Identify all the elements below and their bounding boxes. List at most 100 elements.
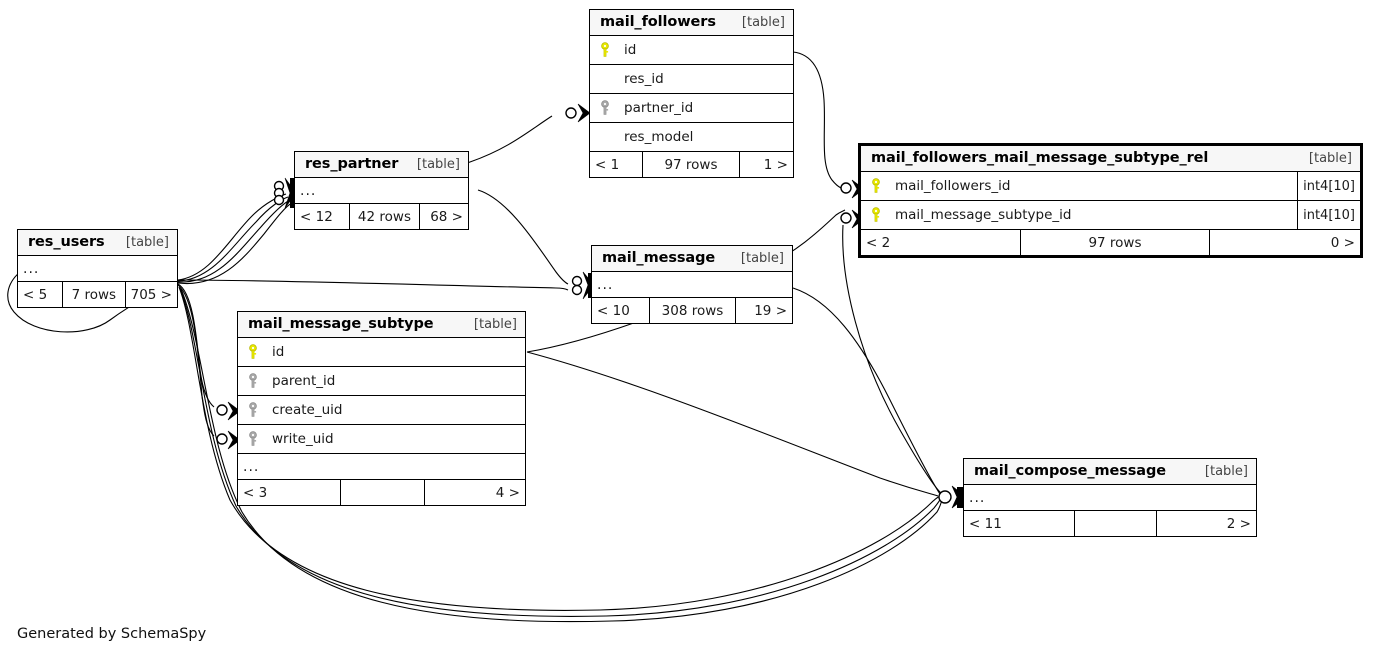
edge-subtype-compose [526, 351, 939, 497]
edge-mail-message-compose [792, 287, 941, 495]
table-node-mail-message-subtype[interactable]: mail_message_subtype [table] id parent_i… [237, 311, 526, 506]
edge-marker-subtype-write-uid [216, 433, 228, 445]
foreign-key-icon [238, 402, 264, 418]
table-name-label: mail_followers_mail_message_subtype_rel [871, 150, 1209, 166]
foreign-key-icon [590, 100, 616, 116]
table-title-mail-message-subtype: mail_message_subtype [table] [238, 312, 525, 338]
footer-parent-count: < 5 [18, 282, 63, 307]
table-node-mail-followers[interactable]: mail_followers [table] id res_id partner… [589, 9, 794, 178]
table-row[interactable]: partner_id [590, 94, 793, 123]
primary-key-icon [590, 42, 616, 58]
table-row[interactable]: id [238, 338, 525, 367]
table-row[interactable]: res_model [590, 123, 793, 152]
table-node-res-users[interactable]: res_users [table] ... < 5 7 rows 705 > [17, 229, 178, 308]
footer-row-count: 97 rows [643, 152, 741, 177]
table-row[interactable]: create_uid [238, 396, 525, 425]
edge-marker-res-partner-2 [273, 187, 285, 199]
column-name: mail_message_subtype_id [895, 207, 1072, 223]
table-tag-label: [table] [1308, 150, 1352, 166]
collapsed-columns-indicator[interactable]: ... [18, 256, 177, 282]
table-name-label: res_users [28, 234, 105, 250]
primary-key-icon [861, 207, 887, 223]
generated-by-label: Generated by SchemaSpy [17, 626, 207, 642]
footer-child-count: 2 > [1226, 515, 1251, 532]
collapsed-columns-indicator[interactable]: ... [295, 178, 468, 204]
column-name: parent_id [272, 373, 336, 389]
column-name: partner_id [624, 100, 694, 116]
table-row[interactable]: mail_followers_id int4[10] [861, 172, 1360, 201]
column-name: write_uid [272, 431, 334, 447]
table-title-mail-followers: mail_followers [table] [590, 10, 793, 36]
table-row[interactable]: mail_message_subtype_id int4[10] [861, 201, 1360, 230]
footer-row-count: 97 rows [1021, 230, 1211, 255]
table-row[interactable]: parent_id [238, 367, 525, 396]
table-node-mail-compose-message[interactable]: mail_compose_message [table] ... < 11 2 … [963, 458, 1257, 537]
table-node-mail-followers-mail-message-subtype-rel[interactable]: mail_followers_mail_message_subtype_rel … [858, 143, 1363, 258]
table-tag-label: [table] [416, 156, 460, 172]
table-title-res-partner: res_partner [table] [295, 152, 468, 178]
footer-parent-count: < 10 [592, 298, 650, 323]
edge-res-users-res-partner-4 [177, 202, 293, 285]
table-title-rel: mail_followers_mail_message_subtype_rel … [861, 146, 1360, 172]
column-name: mail_followers_id [895, 178, 1011, 194]
table-tag-label: [table] [125, 234, 169, 250]
footer-child-count: 68 > [430, 208, 463, 225]
table-name-label: mail_compose_message [974, 463, 1167, 479]
footer-parent-count: < 2 [861, 230, 1021, 255]
table-name-label: mail_message_subtype [248, 316, 434, 332]
edge-res-users-res-partner-3 [177, 199, 291, 283]
edge-marker-mail-followers-partner [565, 107, 577, 119]
footer-parent-count: < 12 [295, 204, 351, 229]
footer-child-count: 19 > [754, 302, 787, 319]
table-node-res-partner[interactable]: res_partner [table] ... < 12 42 rows 68 … [294, 151, 469, 230]
table-footer: < 12 42 rows 68 > [295, 204, 468, 229]
footer-child-count: 1 > [763, 156, 788, 173]
footer-child-count: 0 > [1330, 234, 1355, 251]
column-type: int4[10] [1297, 172, 1360, 200]
edge-res-users-res-partner-1 [177, 193, 287, 281]
table-tag-label: [table] [473, 316, 517, 332]
table-node-mail-message[interactable]: mail_message [table] ... < 10 308 rows 1… [591, 245, 793, 324]
table-name-label: res_partner [305, 156, 399, 172]
edge-marker-rel-subtype-id [840, 212, 852, 224]
footer-row-count [341, 480, 425, 505]
table-title-mail-compose-message: mail_compose_message [table] [964, 459, 1256, 485]
foreign-key-icon [238, 431, 264, 447]
table-tag-label: [table] [741, 14, 785, 30]
edge-marker-res-partner-3 [273, 194, 285, 206]
collapsed-columns-indicator[interactable]: ... [964, 485, 1256, 511]
footer-parent-count: < 11 [964, 511, 1075, 536]
edge-res-users-subtype-write-uid [177, 284, 215, 437]
table-title-mail-message: mail_message [table] [592, 246, 792, 272]
column-name: res_id [624, 71, 664, 87]
column-name: id [624, 42, 637, 58]
edge-res-partner-mail-message [477, 189, 569, 285]
edge-mail-followers-rel-1 [792, 51, 842, 189]
primary-key-icon [238, 344, 264, 360]
footer-child-count: 4 > [495, 484, 520, 501]
edge-marker-mail-message-1 [571, 275, 583, 287]
collapsed-columns-indicator[interactable]: ... [592, 272, 792, 298]
table-row[interactable]: id [590, 36, 793, 65]
column-name: res_model [624, 129, 694, 145]
table-tag-label: [table] [1204, 463, 1248, 479]
table-row[interactable]: res_id [590, 65, 793, 94]
column-type: int4[10] [1297, 201, 1360, 229]
edge-marker-subtype-create-uid [216, 404, 228, 416]
collapsed-columns-indicator[interactable]: ... [238, 454, 525, 480]
edge-res-users-subtype-create-uid [177, 283, 215, 408]
edge-marker-compose-message [938, 490, 952, 504]
edge-res-users-res-partner-2 [177, 196, 289, 282]
footer-row-count: 42 rows [350, 204, 420, 229]
table-footer: < 11 2 > [964, 511, 1256, 536]
table-tag-label: [table] [740, 250, 784, 266]
footer-child-count: 705 > [130, 286, 172, 303]
table-row[interactable]: write_uid [238, 425, 525, 454]
edge-marker-rel-followers-id [840, 182, 852, 194]
footer-row-count: 308 rows [650, 298, 736, 323]
table-footer: < 10 308 rows 19 > [592, 298, 792, 323]
table-name-label: mail_message [602, 250, 716, 266]
footer-row-count [1075, 511, 1157, 536]
table-footer: < 5 7 rows 705 > [18, 282, 177, 307]
